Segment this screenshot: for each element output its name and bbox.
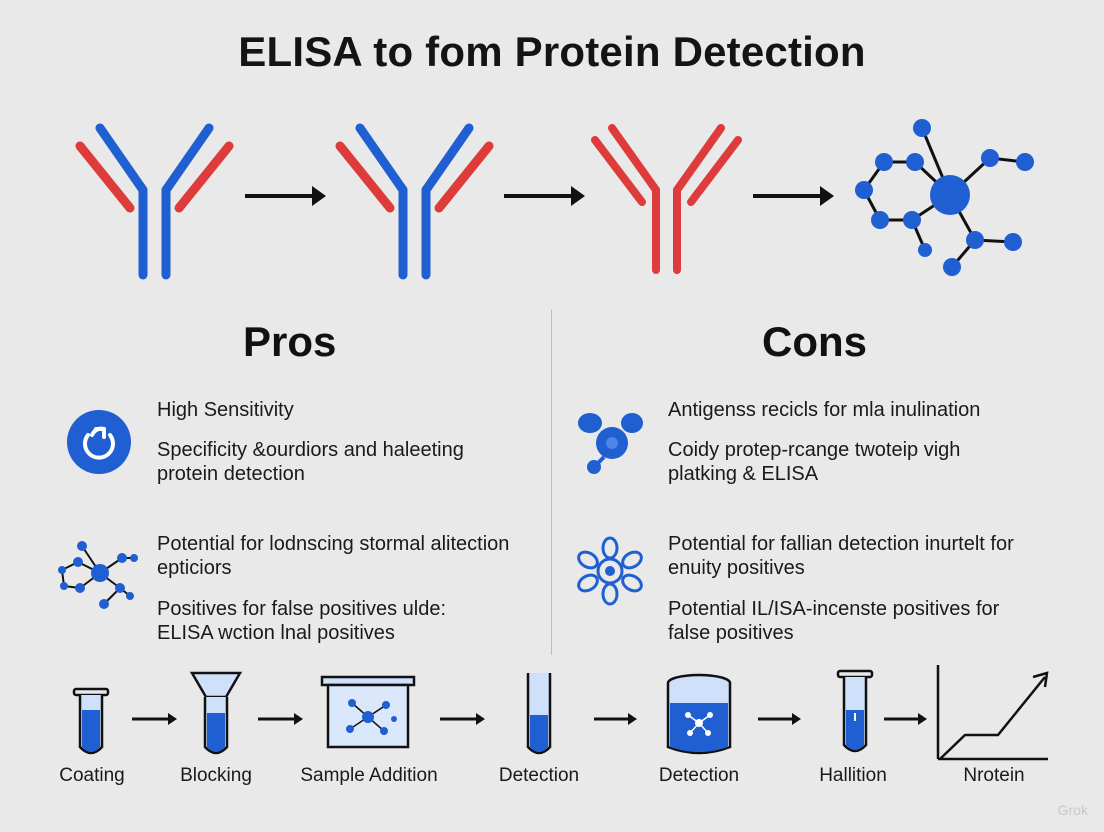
line-graph-icon [936,665,1049,761]
test-tube-icon [526,673,552,755]
cons-item: Antigenss recicls for mla inulination [668,399,981,421]
pros-item: Potential for lodnscing stormal alitecti… [157,533,510,555]
funnel-tube-icon [189,671,243,755]
antibody-blue-red-icon [335,123,494,280]
cons-item: platking & ELISA [668,463,819,485]
pros-item: protein detection [157,463,305,485]
refresh-circle-icon [67,410,131,474]
step-label-coating: Coating [59,765,125,786]
pros-item: ELISA wction lnal positives [157,622,395,644]
pros-item: epticiors [157,557,232,579]
arrow-icon [440,713,485,725]
arrow-icon [758,713,801,725]
step-label-detection-2: Detection [658,765,740,786]
antibody-red-icon [591,124,742,274]
page-title: ELISA to fom Protein Detection [238,28,866,75]
protein-molecule-icon [855,119,1034,276]
step-label-sample-addition: Sample Addition [300,765,438,786]
arrow-icon [132,713,177,725]
cons-item: Coidy protep-rcange twoteip vigh [668,439,961,461]
cons-item: enuity positives [668,557,805,579]
test-tube-icon [836,669,874,753]
step-label-nrotein: Nrotein [963,765,1025,786]
step-label-blocking: Blocking [180,765,252,786]
step-label-detection: Detection [498,765,580,786]
cons-heading: Cons [762,318,867,365]
antibody-flow [75,119,1034,280]
cons-item: Potential for fallian detection inurtelt… [668,533,1014,555]
arrow-icon [504,186,585,206]
cons-item: false positives [668,622,794,644]
column-divider [551,310,552,655]
pros-item: High Sensitivity [157,399,294,421]
arrow-icon [884,713,927,725]
well-plate-icon [320,675,416,749]
cons-item: Potential IL/ISA-incenste positives for [668,598,1000,620]
process-flow [72,665,1049,761]
molecule-cluster-icon [578,413,643,474]
pros-item: Positives for false positives ulde: [157,598,447,620]
beaker-icon [666,673,732,755]
watermark: Grok [1057,802,1088,818]
step-label-hallition: Hallition [819,765,887,786]
arrow-icon [245,186,326,206]
flower-gear-icon [577,536,643,606]
molecule-network-icon [58,541,138,609]
arrow-icon [594,713,637,725]
pros-heading: Pros [243,318,337,365]
test-tube-icon [72,687,110,755]
antibody-blue-red-icon [75,123,234,280]
arrow-icon [753,186,834,206]
pros-item: Specificity &ourdiors and haleeting [157,439,464,461]
arrow-icon [258,713,303,725]
